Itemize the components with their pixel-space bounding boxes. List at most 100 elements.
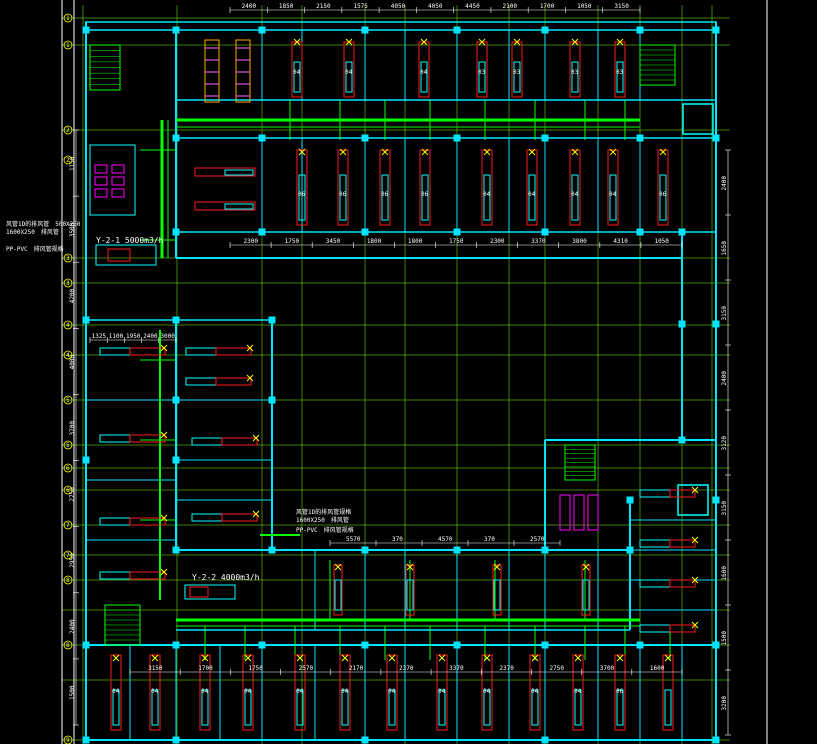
room-tag: 04 [420, 69, 428, 76]
structural-column [361, 228, 369, 236]
air-diffuser [420, 38, 428, 46]
dimension-text: 1750 [248, 665, 263, 672]
air-diffuser [339, 148, 347, 156]
structural-column [82, 26, 90, 34]
grid-axis-bubble [63, 520, 73, 530]
structural-column [172, 316, 180, 324]
dimension-text: 3120 [721, 436, 728, 451]
duct-note-2b: 1600X250 排风管 [296, 516, 349, 524]
room-tag: 04 [341, 688, 349, 695]
dimension-text: 1500 [69, 685, 76, 700]
dimension-text: 2400 [143, 333, 158, 340]
grid-axis-bubble [63, 125, 73, 135]
structural-column [453, 26, 461, 34]
exhaust-fan-motor [189, 586, 209, 598]
air-diffuser [483, 654, 491, 662]
fan-coil-coil [574, 689, 582, 726]
room-tag: 04 [244, 688, 252, 695]
air-diffuser [246, 374, 254, 382]
structural-column [541, 26, 549, 34]
dimension-text: 1600 [650, 665, 665, 672]
dimension-text: 3150 [721, 501, 728, 516]
air-diffuser [493, 563, 501, 571]
fan-coil-coil [616, 61, 624, 93]
dimension-text: 3800 [572, 238, 587, 245]
dimension-text: 2570 [530, 536, 545, 543]
annotation-layer: Y-2-1 5000m3/h Y-2-2 4000m3/h 风管1D的排风管 5… [6, 220, 354, 582]
structural-column [361, 26, 369, 34]
structural-column [636, 228, 644, 236]
structural-column [258, 26, 266, 34]
air-diffuser [531, 654, 539, 662]
air-diffuser [160, 514, 168, 522]
fan-coil-coil [185, 377, 217, 386]
grid-axis-label: 3 [66, 280, 70, 287]
dimension-text: 2370 [399, 665, 414, 672]
room-tag: 04 [438, 688, 446, 695]
air-diffuser [691, 576, 699, 584]
room-tag: 06 [616, 688, 624, 695]
fan-coil-unit [481, 149, 493, 226]
dimension-text: 3370 [449, 665, 464, 672]
air-diffuser [388, 654, 396, 662]
dimension-text: 3200 [721, 696, 728, 711]
air-diffuser [513, 38, 521, 46]
fan-coil-unit [221, 437, 258, 446]
grid-axis-label: 4 [66, 322, 70, 329]
fan-coil-unit [129, 347, 166, 356]
fan-coil-unit [337, 149, 349, 226]
toilet-fixture [573, 494, 585, 531]
room-tag: 04 [483, 688, 491, 695]
dimension-text: 1325 [92, 333, 107, 340]
air-handler-unit [204, 39, 220, 103]
fan-coil-coil [609, 174, 617, 221]
grid-axis-bubble [63, 350, 73, 360]
structural-column [678, 320, 686, 328]
structural-column [541, 228, 549, 236]
structural-column [453, 134, 461, 142]
wall-layer [82, 21, 720, 744]
air-diffuser [616, 654, 624, 662]
air-diffuser [160, 344, 168, 352]
dimension-text: 2400 [69, 619, 76, 634]
dimension-text: 3150 [148, 665, 163, 672]
dimension-text: 1850 [279, 3, 294, 10]
room-tag: 04 [571, 191, 579, 198]
grid-axis-label: 2 [66, 127, 70, 134]
structural-column [636, 26, 644, 34]
fan-coil-coil [438, 689, 446, 726]
fan-coil-unit [339, 654, 351, 731]
room-tag: 06 [421, 191, 429, 198]
dimension-text: 1750 [449, 238, 464, 245]
fan-coil-coil [483, 174, 491, 221]
air-diffuser [659, 148, 667, 156]
structural-column [268, 546, 276, 554]
fan-coil-unit [129, 571, 166, 580]
fan-coil-coil [151, 689, 159, 726]
fan-coil-unit [215, 377, 252, 386]
structural-column [172, 456, 180, 464]
fan-coil-coil [224, 203, 254, 210]
grid-axis-label: 8 [66, 577, 70, 584]
grid-axis-label: 5 [66, 397, 70, 404]
air-diffuser [252, 434, 260, 442]
fan-coil-unit [419, 149, 431, 226]
dimension-text: 2300 [490, 238, 505, 245]
fan-coil-unit [110, 654, 122, 731]
structural-column [678, 228, 686, 236]
fan-coil-coil [99, 571, 131, 580]
grid-axis-bubble [63, 485, 73, 495]
dimension-text: 2400 [721, 371, 728, 386]
structural-column [172, 396, 180, 404]
dimension-text: 5570 [346, 536, 361, 543]
fan-coil-unit [662, 654, 674, 731]
grid-axis-bubble [63, 575, 73, 585]
dimension-text: 2150 [316, 3, 331, 10]
dimension-text: 3000 [160, 333, 175, 340]
room-tag: 06 [659, 191, 667, 198]
grid-axis-bubble [63, 320, 73, 330]
dimension-text: 2950 [69, 553, 76, 568]
exhaust-fan-motor [107, 248, 131, 262]
dimension-text: 3500 [69, 222, 76, 237]
